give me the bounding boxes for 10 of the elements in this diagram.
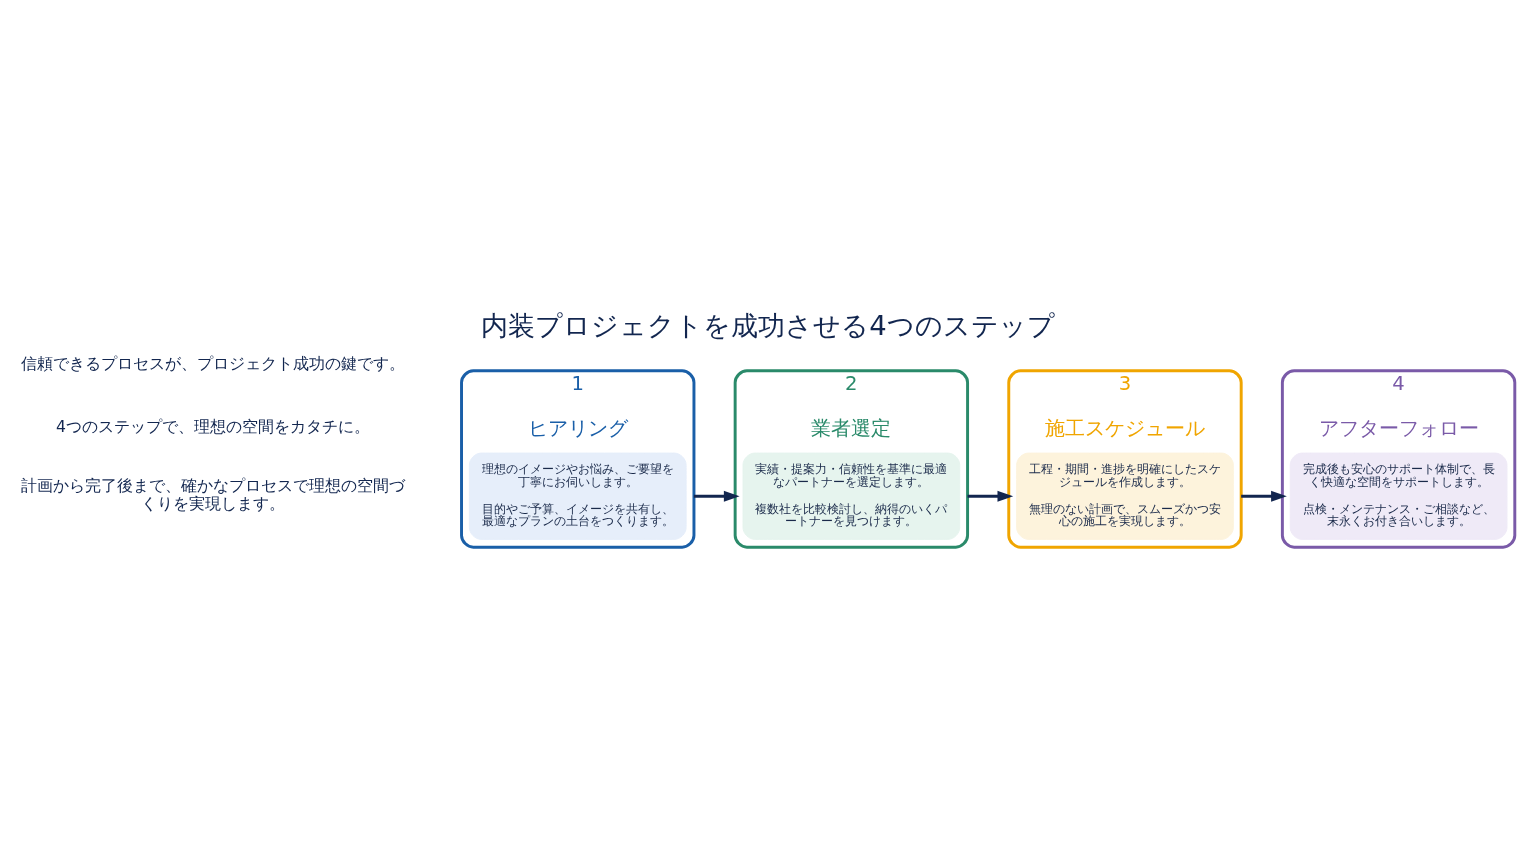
node-box: 工程・期間・進捗を明確にしたスケジュールを作成します。 無理のない計画で、スムーズかつ安心の施工を実現します。	[1016, 452, 1234, 540]
node-box: 理想のイメージやお悩み、ご要望を丁寧にお伺いします。 目的やご予算、イメージを共有し、最適なプランの土台をつくります。	[468, 452, 687, 540]
label: 信頼できるプロセスが、プロジェクト成功の鍵です。	[20, 353, 405, 373]
node-box: 実績・提案力・信頼性を基準に最適なパートナーを選定します。 複数社を比較検討し、納得のいくパートナーを見つけます。	[742, 452, 961, 540]
arrow	[967, 490, 1014, 502]
arrow	[1241, 490, 1287, 502]
diagram-title: 内装プロジェクトを成功させる4つのステップ	[481, 309, 1055, 341]
label: 計画から完了後まで、確かなプロセスで理想の空間づくりを実現します。	[20, 476, 405, 513]
arrow	[693, 490, 740, 502]
label: 4つのステップで、理想の空間をカタチに。	[55, 417, 370, 437]
